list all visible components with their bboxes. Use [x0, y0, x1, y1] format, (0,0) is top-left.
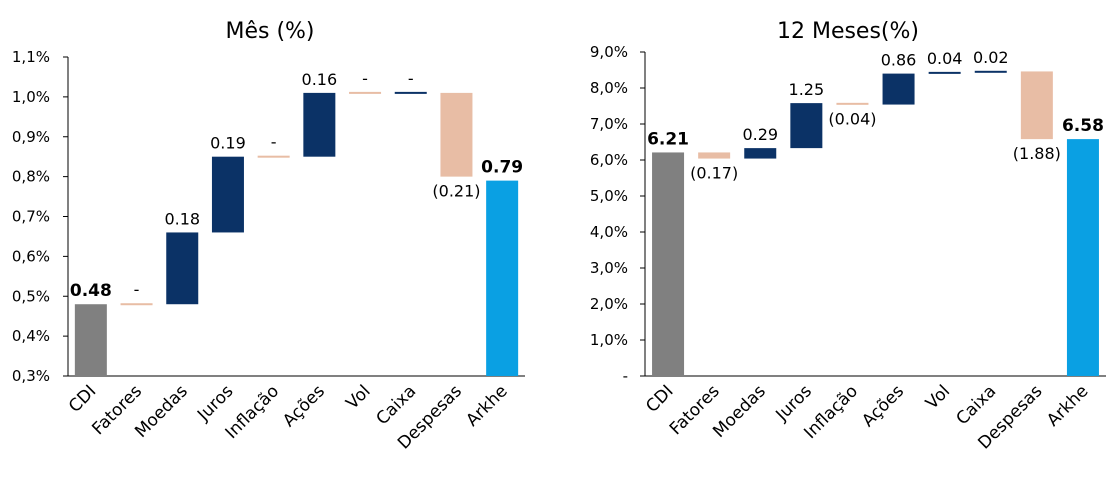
bar-cdi: [74, 304, 107, 376]
y-tick-label: 1,1%: [12, 48, 50, 66]
x-category-label: Ações: [279, 381, 329, 431]
y-tick-label: 8,0%: [590, 79, 628, 97]
bar-arkhe: [486, 180, 519, 376]
y-tick-label: 4,0%: [590, 223, 628, 241]
bar-arkhe: [1066, 139, 1099, 376]
y-tick-label: 0,4%: [12, 327, 50, 345]
chart-title: Mês (%): [225, 19, 314, 44]
data-label: (1.88): [1013, 144, 1061, 163]
bar-vol: [928, 71, 961, 74]
data-label: 0.86: [881, 51, 917, 70]
x-category-label: Ações: [858, 381, 908, 431]
chart-title: 12 Meses(%): [777, 19, 919, 44]
data-label: -: [408, 69, 414, 88]
y-tick-label: 0,6%: [12, 247, 50, 265]
data-label: 0.02: [973, 48, 1009, 67]
data-label: 6.21: [647, 129, 689, 149]
data-label: -: [271, 133, 277, 152]
bar-caixa: [394, 91, 427, 94]
bar-caixa: [974, 70, 1007, 73]
data-label: 0.18: [164, 209, 200, 228]
x-category-label: Arkhe: [1043, 381, 1092, 430]
y-tick-label: 6,0%: [590, 151, 628, 169]
y-tick-label: -: [623, 367, 628, 385]
bar-inflação: [257, 155, 290, 158]
data-label: 6.58: [1062, 116, 1104, 136]
chart-2: 12 Meses(%) - 1,0% 2,0% 3,0% 4,0% 5,0% 6,0% 7,0%…: [590, 19, 1106, 453]
y-tick-label: 7,0%: [590, 115, 628, 133]
bar-inflação: [836, 102, 869, 105]
y-tick-label: 1,0%: [590, 331, 628, 349]
bar-fatores: [120, 303, 153, 306]
bar-juros: [211, 156, 244, 233]
data-label: 1.25: [789, 80, 825, 99]
x-category-label: CDI: [65, 381, 100, 416]
y-tick-label: 0,9%: [12, 128, 50, 146]
bar-fatores: [698, 152, 731, 159]
data-label: -: [362, 69, 368, 88]
bar-moedas: [744, 148, 777, 159]
y-tick-label: 5,0%: [590, 187, 628, 205]
y-tick-label: 9,0%: [590, 43, 628, 61]
x-category-label: Arkhe: [462, 381, 511, 430]
data-label: 0.29: [742, 125, 778, 144]
bar-ações: [882, 73, 915, 105]
x-category-label: Vol: [342, 381, 374, 413]
bar-juros: [790, 103, 823, 149]
y-tick-label: 3,0%: [590, 259, 628, 277]
data-label: (0.04): [828, 110, 876, 129]
bar-moedas: [166, 232, 199, 305]
data-label: (0.21): [432, 182, 480, 201]
chart-1: Mês (%) 0,3% 0,4% 0,5% 0,6% 0,7% 0,8% 0,9% 1,0% 1…: [12, 19, 525, 453]
bar-vol: [349, 91, 382, 94]
x-category-label: CDI: [642, 381, 677, 416]
x-category-label: Vol: [922, 381, 954, 413]
data-label: -: [134, 280, 140, 299]
y-tick-label: 0,7%: [12, 208, 50, 226]
data-label: 0.79: [481, 158, 523, 178]
bar-despesas: [440, 92, 473, 177]
bar-cdi: [652, 152, 685, 376]
y-tick-label: 2,0%: [590, 295, 628, 313]
data-label: 0.16: [302, 70, 338, 89]
data-label: 0.04: [927, 49, 963, 68]
y-tick-label: 0,3%: [12, 367, 50, 385]
y-tick-label: 1,0%: [12, 88, 50, 106]
data-label: 0.19: [210, 134, 246, 153]
bar-ações: [303, 92, 336, 157]
data-label: (0.17): [690, 164, 738, 183]
y-tick-label: 0,8%: [12, 168, 50, 186]
y-tick-label: 0,5%: [12, 287, 50, 305]
data-label: 0.48: [70, 281, 112, 301]
bar-despesas: [1020, 71, 1053, 140]
